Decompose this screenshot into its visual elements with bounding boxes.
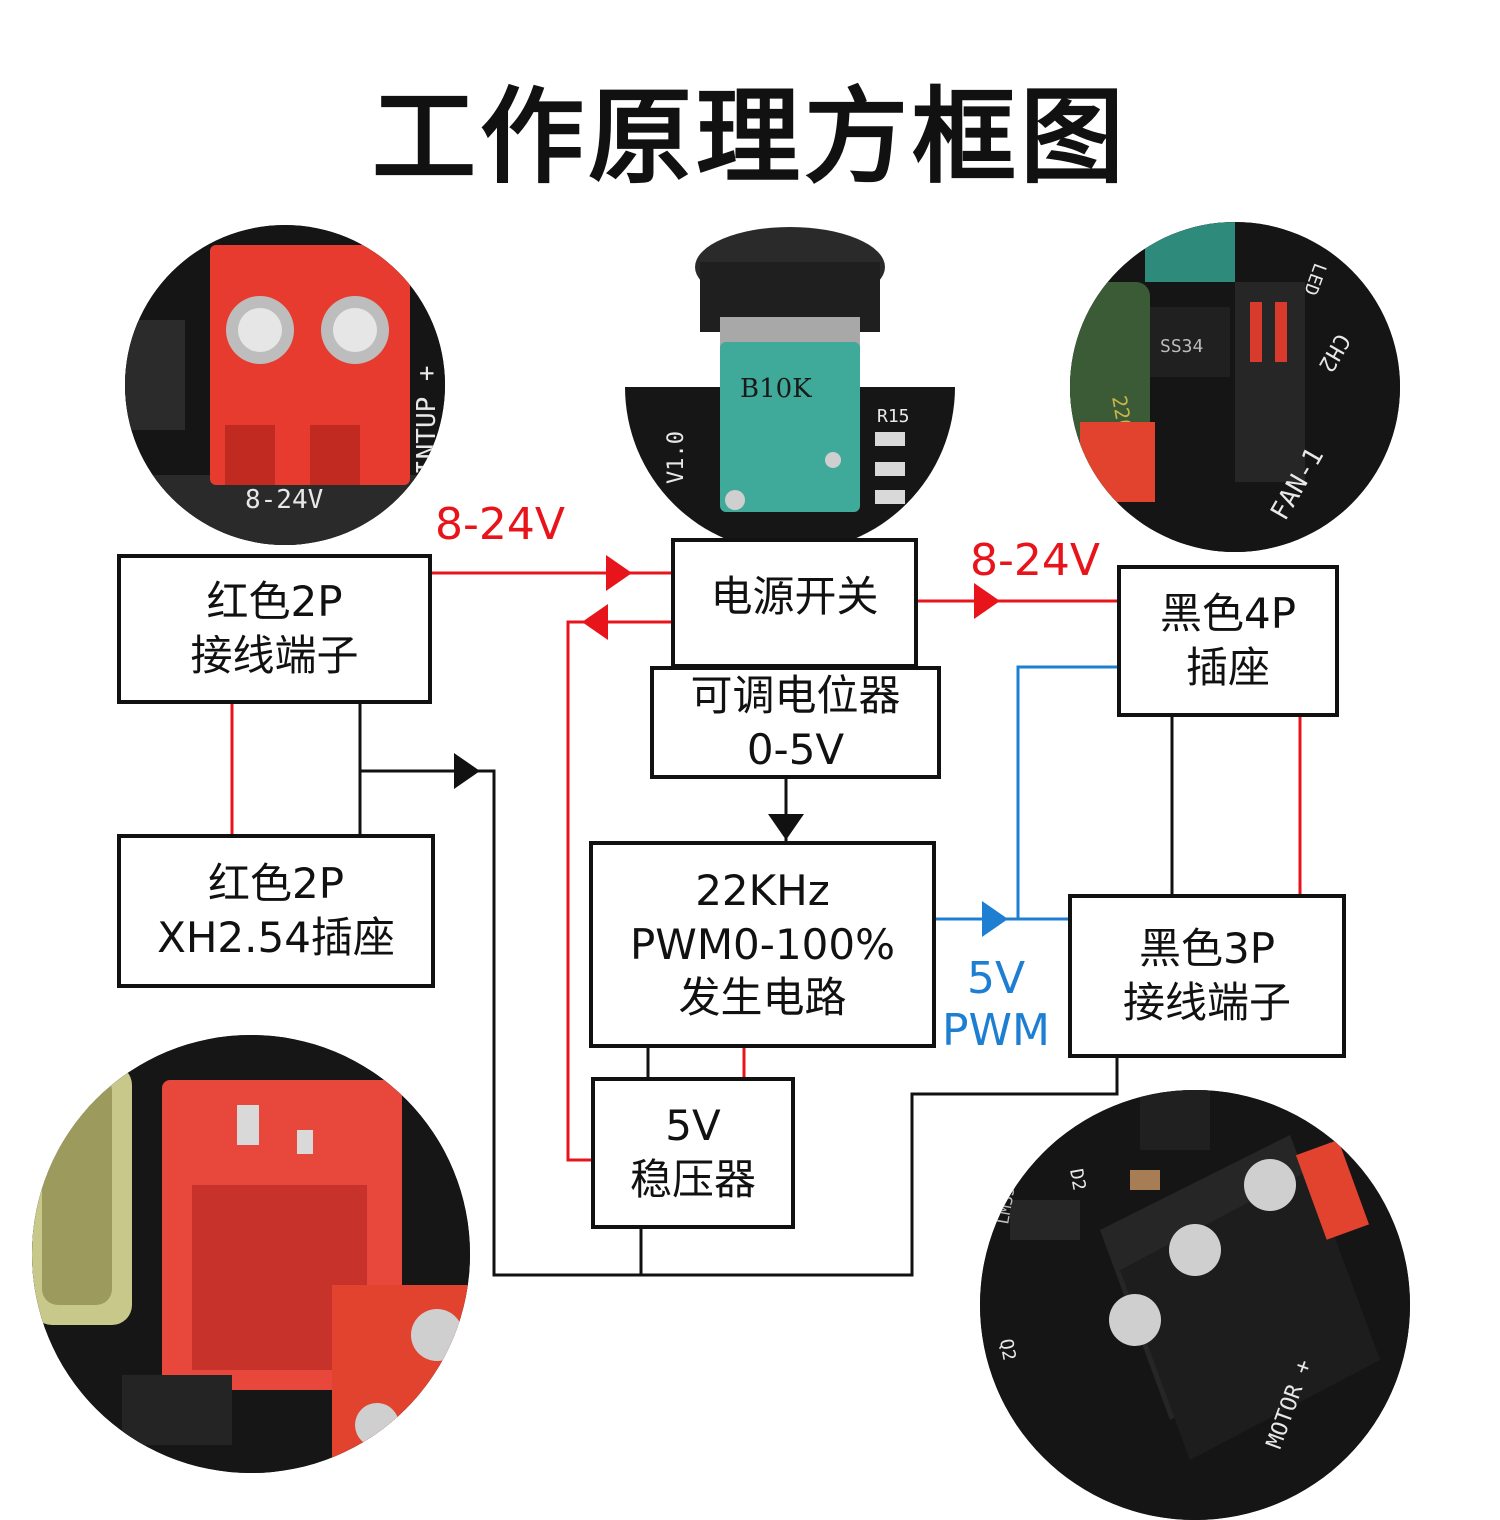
block-line: 红色2P — [206, 577, 343, 627]
wire-pwm-to-4p — [1016, 665, 1117, 919]
photo-text-voltage: 8-24V — [245, 485, 323, 515]
block-line: 电源开关 — [710, 572, 879, 621]
block-line: 0-5V — [746, 724, 845, 774]
block-regulator: 5V 稳压器 — [591, 1077, 795, 1229]
arrow-pot-down — [768, 814, 804, 840]
signal-wires — [936, 665, 1117, 921]
page-title: 工作原理方框图 — [371, 76, 1128, 198]
block-black-4p: 黑色4P 插座 — [1117, 565, 1339, 717]
block-line: 可调电位器 — [690, 670, 901, 720]
block-line: 接线端子 — [190, 631, 359, 680]
photo-potentiometer: B10K V1.0 R15 — [625, 222, 955, 552]
block-red-2p-xh: 红色2P XH2.54插座 — [117, 834, 435, 988]
arrow-pwm — [982, 901, 1008, 937]
photo-text-intup: INTUP + — [412, 365, 442, 475]
photo-text-diode: SS34 — [1160, 336, 1203, 357]
block-line: 稳压器 — [629, 1155, 756, 1204]
label-output-voltage: 8-24V — [970, 535, 1100, 586]
photo-text-r15: R15 — [877, 406, 910, 427]
block-line: 插座 — [1185, 643, 1270, 692]
block-line: PWM0-100% — [629, 919, 896, 969]
arrow-output — [974, 583, 1000, 619]
block-power-switch: 电源开关 — [671, 538, 918, 668]
photo-text-version: V1.0 — [664, 431, 689, 484]
flow-arrows — [454, 555, 1008, 937]
arrow-ground — [454, 753, 480, 789]
arrow-regulator-feed — [582, 604, 608, 640]
block-black-3p: 黑色3P 接线端子 — [1068, 894, 1346, 1058]
photo-text-q2: Q2 — [995, 1337, 1019, 1362]
photo-text-d2: D2 — [1065, 1167, 1089, 1192]
label-pwm-text: PWM — [942, 1004, 1051, 1056]
block-line: 发生电路 — [678, 973, 847, 1023]
photo-terminal-block: 8-24V INTUP + — [125, 225, 445, 545]
wire-ground-bus — [360, 769, 1119, 1277]
photo-xh-socket — [32, 1035, 470, 1473]
block-line: 黑色3P — [1138, 924, 1276, 974]
block-potentiometer: 可调电位器 0-5V — [650, 666, 941, 779]
block-line: 22KHz — [695, 865, 830, 915]
label-pwm-voltage: 5V — [966, 953, 1026, 1004]
block-line: XH2.54插座 — [157, 913, 395, 962]
block-line: 黑色4P — [1159, 589, 1297, 639]
photo-fan-header: 220uF SS34 FAN-1 CH2 LED — [1070, 222, 1400, 552]
block-line: 接线端子 — [1122, 978, 1291, 1027]
block-line: 5V — [665, 1101, 721, 1151]
photo-motor-terminal: LM358 D2 Q2 MOTOR + — [980, 1090, 1410, 1520]
block-pwm-circuit: 22KHz PWM0-100% 发生电路 — [589, 841, 936, 1048]
wire-switch-to-regulator — [566, 620, 671, 1162]
block-red-2p-terminal: 红色2P 接线端子 — [117, 554, 432, 704]
arrow-input — [606, 555, 632, 591]
label-pwm-line: 5V PWM — [942, 953, 1050, 1057]
block-line: 红色2P — [207, 859, 345, 909]
photo-text-b10k: B10K — [740, 374, 812, 404]
label-input-voltage: 8-24V — [435, 499, 565, 550]
ground-wires — [358, 704, 1174, 1277]
